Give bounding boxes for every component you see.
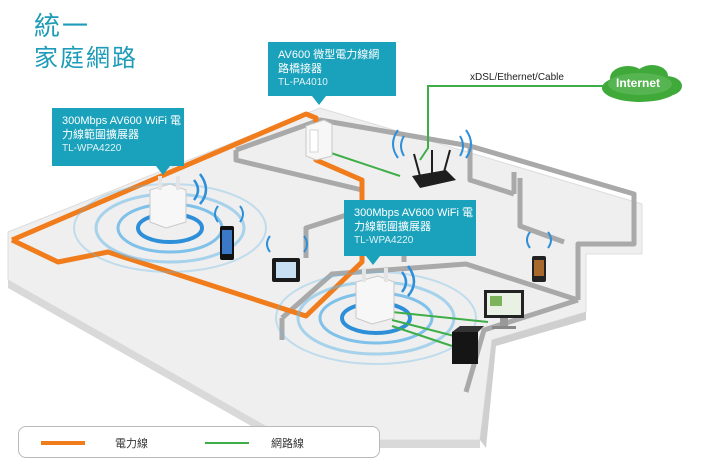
callout-line: 路橋接器: [278, 63, 322, 75]
callout-model: TL-WPA4220: [62, 143, 122, 154]
internet-cloud: [602, 65, 682, 102]
callout-line: 力線範圍擴展器: [62, 129, 139, 141]
connection-type-label: xDSL/Ethernet/Cable: [470, 72, 564, 83]
powerline-adapter-device: [305, 119, 333, 161]
callout-powerline-adapter: AV600 微型電力線網 路橋接器 TL-PA4010: [268, 42, 396, 105]
callout-extender-left: 300Mbps AV600 WiFi 電 力線範圍擴展器 TL-WPA4220: [52, 108, 184, 175]
legend: 電力線 網路線: [18, 426, 380, 458]
legend-network-swatch: [205, 442, 249, 444]
extender-left-device: [149, 173, 208, 229]
desktop-monitor-device: [484, 290, 524, 329]
smartphone-device: [214, 205, 244, 260]
legend-powerline-label: 電力線: [115, 437, 148, 450]
wireless-router-device: [392, 129, 472, 188]
page-title-line1: 統一: [34, 12, 91, 42]
page-title-line2: 家庭網路: [34, 44, 138, 72]
callout-line: 力線範圍擴展器: [354, 221, 431, 233]
callout-line: AV600 微型電力線網: [278, 49, 380, 61]
callout-line: 300Mbps AV600 WiFi 電: [354, 207, 474, 219]
phone-on-dock-device: [526, 231, 552, 282]
callout-extender-right: 300Mbps AV600 WiFi 電 力線範圍擴展器 TL-WPA4220: [344, 200, 476, 265]
legend-powerline-swatch: [41, 441, 85, 445]
callout-model: TL-WPA4220: [354, 235, 414, 246]
extender-right-device: [355, 265, 416, 325]
callout-model: TL-PA4010: [278, 77, 328, 88]
internet-label: Internet: [616, 76, 661, 90]
set-top-box-device: [452, 326, 484, 364]
tablet-device: [266, 235, 308, 282]
callout-line: 300Mbps AV600 WiFi 電: [62, 115, 182, 127]
legend-network-label: 網路線: [271, 437, 304, 450]
